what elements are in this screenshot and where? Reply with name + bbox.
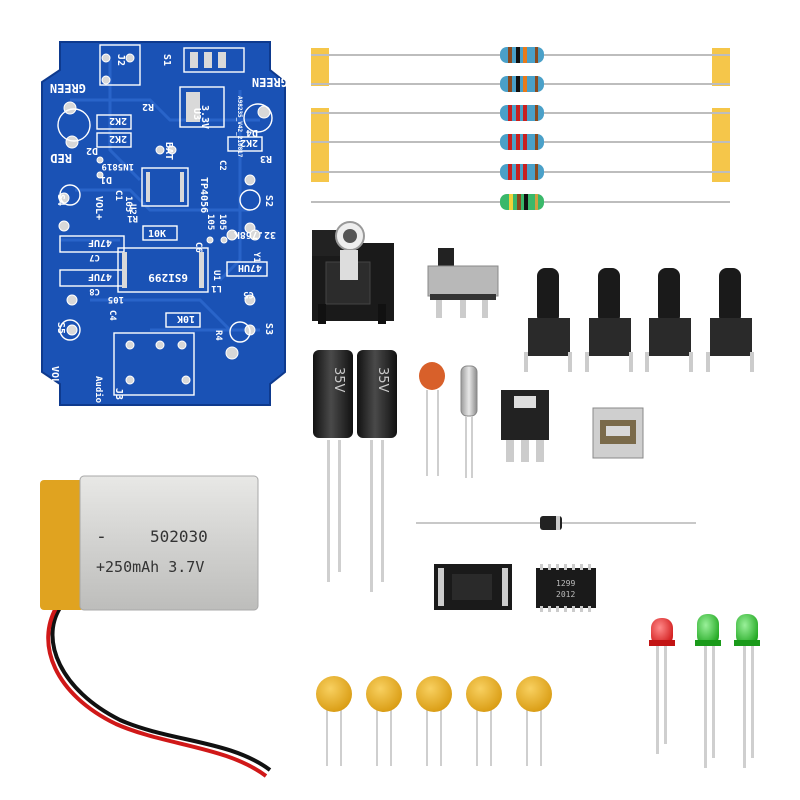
- resistor: [500, 47, 544, 63]
- battery-model: 502030: [150, 527, 208, 546]
- resistor: [500, 105, 544, 121]
- tactile-button: [645, 268, 693, 372]
- ceramic-capacitor: [466, 676, 502, 766]
- ceramic-capacitors-yellow: [316, 676, 552, 766]
- pcb-label-tp4056: TP4056: [198, 177, 209, 213]
- ic-rda5807: 1299 2012: [536, 564, 596, 612]
- capacitor-voltage-label: 35V: [375, 367, 390, 393]
- pcb-label-u1: U1: [211, 270, 221, 281]
- pcb-label-105-d: 105: [108, 294, 124, 304]
- crystal-oscillator: [460, 365, 478, 478]
- pcb-label-2k2-a: 2K2: [109, 115, 127, 126]
- pcb-label-r3: R3: [260, 153, 272, 164]
- pcb-label-r2: R2: [142, 101, 154, 112]
- ceramic-capacitor: [416, 676, 452, 766]
- voltage-regulator: [501, 390, 549, 462]
- ic-marking-2: 2012: [556, 590, 575, 599]
- capacitor-voltage-label: 35V: [331, 367, 346, 393]
- pcb-label-diode: 1N5819: [101, 161, 134, 171]
- pcb-label-j3: J3: [113, 388, 124, 400]
- tactile-buttons: [524, 268, 754, 372]
- pcb-label-10k-a: 10K: [148, 229, 166, 240]
- pcb-label-d2: D2: [86, 145, 98, 156]
- pcb-label-j2: J2: [115, 54, 126, 66]
- resistor: [500, 134, 544, 150]
- ic-tp4056: [434, 564, 512, 610]
- resistor-strip: [311, 47, 730, 210]
- pcb-label-audio: Audio: [93, 376, 104, 403]
- pcb-label-green-right: GREEN: [252, 75, 288, 89]
- pcb-label-s3: S3: [263, 323, 274, 335]
- pcb-label-d1: D1: [100, 174, 112, 185]
- resistor: [500, 76, 544, 92]
- pcb-label-c4: C4: [107, 310, 117, 321]
- pcb-label-47uf-a: 47UF: [88, 237, 112, 248]
- led-green: [734, 614, 760, 768]
- leds: [649, 614, 760, 768]
- pcb-label-105-a: 105: [123, 196, 133, 212]
- electrolytic-capacitors: 35V 35V: [313, 350, 397, 592]
- ceramic-capacitor: [516, 676, 552, 766]
- battery-minus: -: [96, 526, 107, 547]
- pcb-label-y1: Y1: [251, 252, 261, 263]
- pcb-label-c6: C6: [193, 242, 203, 253]
- pcb-label-green-left: GREEN: [50, 81, 86, 95]
- pcb-label-c1: C1: [113, 190, 123, 201]
- pcb-label-c7: C7: [89, 252, 100, 262]
- pcb-label-red: RED: [50, 151, 72, 165]
- pcb-label-10k-b: 10K: [177, 313, 195, 324]
- led-red: [649, 618, 675, 754]
- pcb-label-47uf-b: 47UF: [88, 271, 112, 282]
- inductor: [500, 194, 544, 210]
- pcb-label-c5: C5: [243, 289, 254, 299]
- pcb-label-105-b: 105: [205, 214, 215, 230]
- pcb-label-d4: D4: [246, 127, 258, 138]
- ceramic-capacitor: [316, 676, 352, 766]
- pcb-label-u2: U2: [127, 204, 137, 215]
- pcb-label-r4: R4: [213, 330, 223, 341]
- pcb-label-bat: BAT: [163, 142, 174, 160]
- tactile-button: [585, 268, 633, 372]
- lipo-battery: - 502030 +250mAh 3.7V: [40, 475, 272, 778]
- pcb-label-l1: L1: [211, 283, 222, 293]
- battery-spec: +250mAh 3.7V: [96, 558, 204, 576]
- pcb-label-2k2-b: 2K2: [109, 133, 127, 144]
- pcb-label-s1: S1: [161, 54, 172, 66]
- pcb-label-code: A98235_V42_210817: [236, 96, 243, 158]
- pcb-label-c8: C8: [89, 286, 100, 296]
- pcb-label-r1: R1: [127, 213, 138, 223]
- pcb-label-seek-plus: SEEK+: [291, 198, 302, 228]
- pcb-label-s5: S5: [55, 322, 66, 334]
- pcb-label-2k2-c: 2K2: [240, 137, 258, 148]
- pcb-label-c2: C2: [217, 160, 227, 171]
- tactile-button: [524, 268, 572, 372]
- ceramic-capacitor-orange: [419, 362, 445, 476]
- tactile-button: [706, 268, 754, 372]
- usb-connector: [592, 407, 644, 459]
- pcb-label-vol-minus: VOL-: [49, 366, 60, 390]
- pcb-label-u3-val: 3.3V: [199, 105, 210, 129]
- resistor: [500, 164, 544, 180]
- pcb-label-47uh: 47UH: [238, 262, 262, 273]
- diode: [416, 516, 696, 530]
- pcb-label-seek-minus: SEEK-: [289, 326, 300, 356]
- led-green: [695, 614, 721, 768]
- ceramic-capacitor: [366, 676, 402, 766]
- slide-switch: [427, 248, 499, 318]
- ic-marking: 1299: [556, 579, 575, 588]
- audio-jack: [312, 221, 394, 324]
- pcb-label-chip: 6SI299: [148, 271, 188, 284]
- pcb-label-u3: U3: [191, 108, 202, 120]
- pcb-label-s2: S2: [263, 195, 274, 207]
- pcb-label-xtal: 32.768K: [234, 229, 276, 240]
- pcb-label-vol-plus: VOL+: [93, 196, 104, 220]
- pcb-label-s4: S4: [55, 194, 66, 206]
- pcb-board: GREEN GREEN RED J2 S1 U3 3.3V R2 R3 2K2 …: [41, 41, 302, 406]
- pcb-label-105-c: 105: [217, 214, 227, 230]
